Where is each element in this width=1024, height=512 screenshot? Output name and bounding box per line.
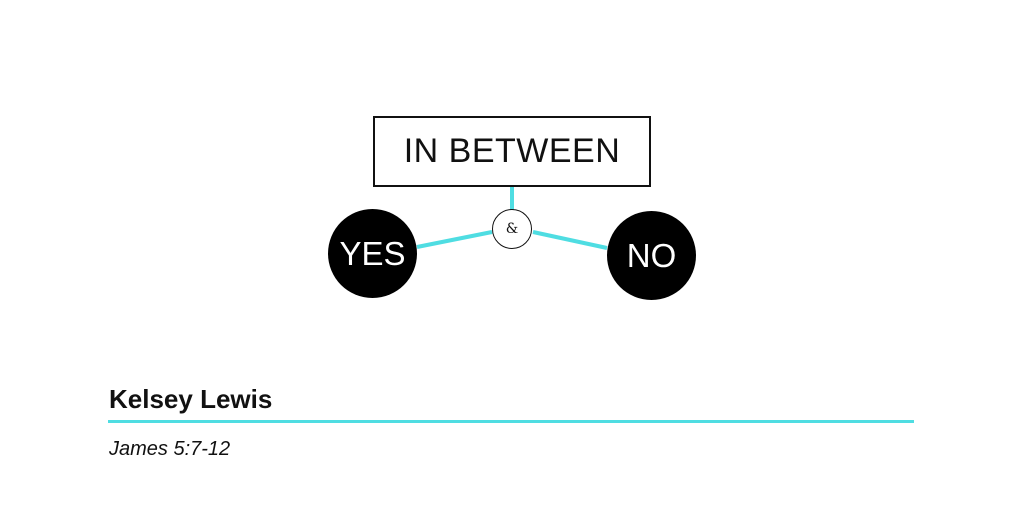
divider-line bbox=[108, 420, 914, 423]
yes-node: YES bbox=[328, 209, 417, 298]
no-label: NO bbox=[626, 236, 677, 274]
connector-node: & bbox=[492, 209, 532, 249]
scripture-reference: James 5:7-12 bbox=[109, 438, 231, 460]
diagram-title-box: IN BETWEEN bbox=[373, 116, 651, 187]
author-name: Kelsey Lewis bbox=[109, 384, 273, 414]
no-node: NO bbox=[607, 211, 696, 300]
connector-label: & bbox=[505, 221, 519, 237]
connector-to-no-line bbox=[532, 230, 608, 250]
connector-to-yes-line bbox=[416, 230, 493, 249]
yes-label: YES bbox=[339, 234, 406, 272]
diagram-title: IN BETWEEN bbox=[403, 132, 621, 170]
